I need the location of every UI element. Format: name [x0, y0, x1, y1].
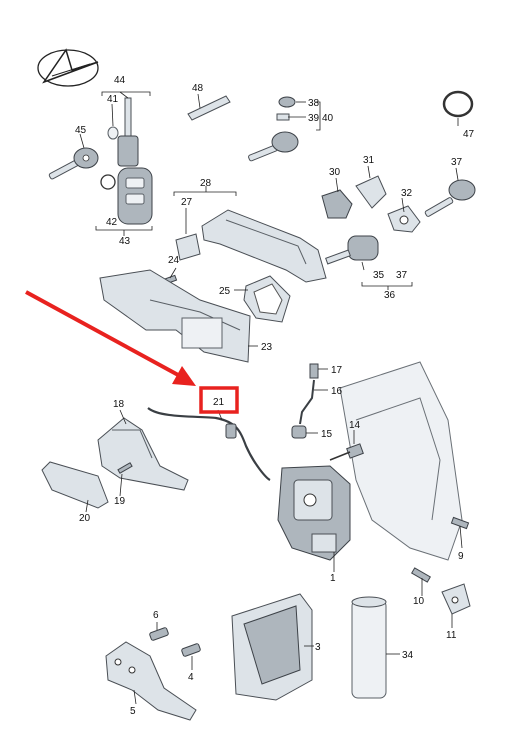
outer-door-handle-28 — [201, 209, 327, 283]
part-label-34: 34 — [402, 650, 414, 661]
part-label-24: 24 — [168, 255, 180, 266]
lock-cylinder-35 — [325, 235, 379, 265]
part-label-31: 31 — [363, 155, 375, 166]
part-label-17: 17 — [331, 365, 343, 376]
part-label-42: 42 — [106, 217, 118, 228]
highlight-arrow — [25, 290, 196, 386]
seal-ring-47 — [442, 90, 474, 118]
door-lock-1 — [277, 465, 351, 561]
bolt-6 — [149, 627, 169, 641]
part-label-18: 18 — [113, 399, 125, 410]
part-label-47: 47 — [463, 129, 475, 140]
part-label-9: 9 — [458, 551, 464, 562]
part-label-28: 28 — [200, 178, 212, 189]
part-label-37-upper: 37 — [451, 157, 463, 168]
part-label-4: 4 — [188, 672, 194, 683]
part-label-30: 30 — [329, 167, 341, 178]
door-frame-shell — [339, 361, 463, 561]
remote-key-shell-43 — [117, 167, 153, 225]
trim-strip-48 — [187, 95, 231, 121]
orientation-compass-icon — [37, 48, 99, 87]
part-label-38: 38 — [308, 98, 320, 109]
part-label-16: 16 — [331, 386, 343, 397]
bolt-4 — [181, 643, 201, 657]
part-label-39: 39 — [308, 113, 320, 124]
gasket-25 — [243, 275, 291, 323]
part-label-15: 15 — [321, 429, 333, 440]
part-label-27: 27 — [181, 197, 193, 208]
bowden-cable-21 — [147, 407, 271, 481]
o-ring-41 — [107, 126, 119, 140]
cover-31 — [355, 175, 387, 209]
part-label-1: 1 — [330, 573, 336, 584]
handle-cap-27 — [175, 233, 201, 261]
part-label-41: 41 — [107, 94, 119, 105]
part-label-36: 36 — [384, 290, 396, 301]
part-label-25: 25 — [219, 286, 231, 297]
screw-10 — [411, 567, 431, 583]
part-label-32: 32 — [401, 188, 413, 199]
cylinder-34 — [351, 596, 387, 699]
part-label-3: 3 — [315, 642, 321, 653]
part-label-48: 48 — [192, 83, 204, 94]
cap-38 — [278, 96, 296, 108]
o-ring-42 — [100, 174, 116, 190]
part-label-20: 20 — [79, 513, 91, 524]
pin-39 — [276, 113, 290, 121]
key-40 — [248, 131, 299, 162]
part-label-43: 43 — [119, 236, 131, 247]
part-label-10: 10 — [413, 596, 425, 607]
actuating-rod-16 — [299, 379, 315, 425]
trim-cover-20 — [41, 461, 109, 509]
highlight-box-21 — [199, 386, 239, 414]
screw-19 — [117, 462, 133, 474]
bracket-32 — [387, 205, 421, 233]
part-label-44: 44 — [114, 75, 126, 86]
part-label-23: 23 — [261, 342, 273, 353]
part-label-6: 6 — [153, 610, 159, 621]
part-label-21: 21 — [213, 397, 225, 408]
key-blade-44 — [117, 97, 139, 167]
part-label-45: 45 — [75, 125, 87, 136]
part-label-37-lower: 37 — [396, 270, 408, 281]
bush-15 — [291, 425, 307, 439]
part-label-35: 35 — [373, 270, 385, 281]
screw-9 — [450, 516, 470, 530]
cap-30 — [321, 189, 353, 219]
part-label-5: 5 — [130, 706, 136, 717]
part-label-40: 40 — [322, 113, 334, 124]
stop-14 — [329, 443, 364, 461]
part-label-14: 14 — [349, 420, 361, 431]
control-unit-3 — [231, 593, 313, 701]
inner-handle-housing-18 — [97, 417, 189, 491]
screw-17 — [309, 363, 319, 379]
striker-plate-11 — [441, 583, 471, 615]
bracket-5 — [105, 641, 197, 721]
key-45 — [48, 147, 99, 180]
part-labels: 1 3 4 5 6 9 10 11 14 15 16 17 18 19 20 2… — [75, 75, 475, 717]
handle-carrier-23 — [99, 269, 251, 363]
part-label-19: 19 — [114, 496, 126, 507]
key-37-upper — [424, 179, 476, 217]
part-label-11: 11 — [446, 630, 457, 641]
leader-lines — [79, 91, 463, 705]
